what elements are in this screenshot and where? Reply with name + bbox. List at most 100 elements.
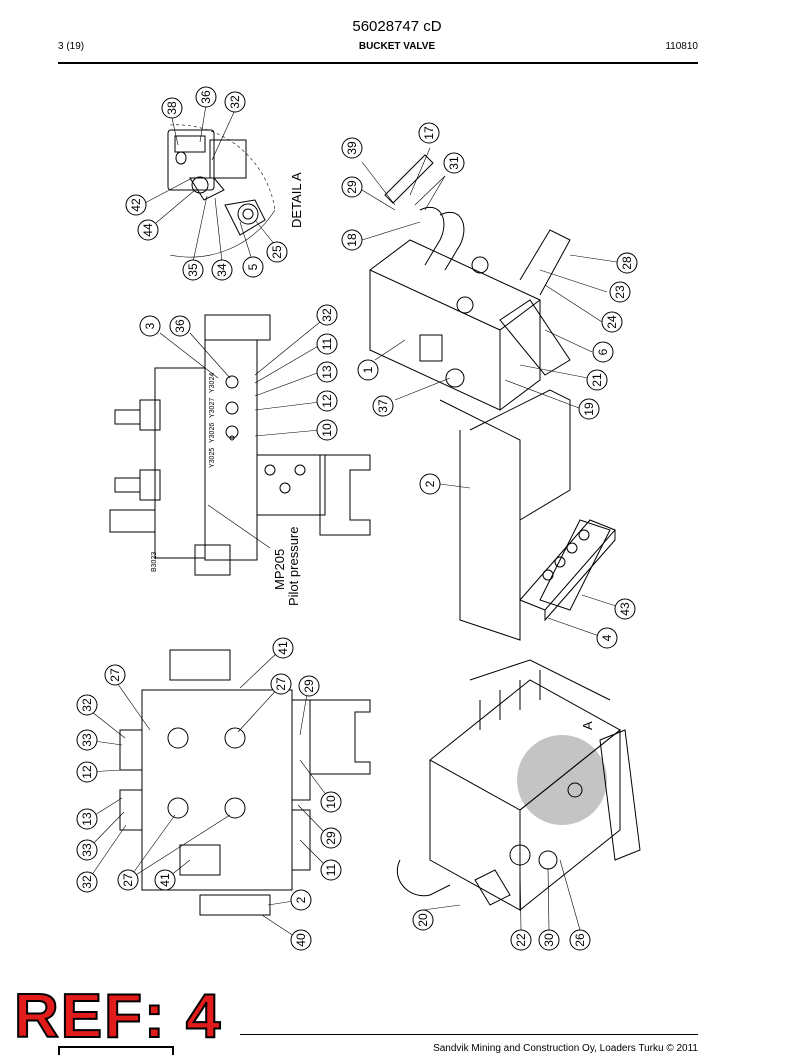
svg-text:18: 18 (345, 233, 359, 247)
balloon-27c: 27 (270, 673, 292, 695)
svg-text:37: 37 (376, 399, 390, 413)
balloon-26: 26 (569, 929, 591, 951)
balloon-30: 30 (538, 929, 560, 951)
mp205-label: MP205 (272, 549, 287, 590)
balloon-2b: 2 (290, 889, 312, 911)
svg-text:3: 3 (143, 322, 157, 329)
sandvik-logo (58, 1046, 174, 1055)
balloon-18: 18 (341, 229, 363, 251)
balloon-27a: 27 (104, 664, 126, 686)
svg-text:4: 4 (600, 634, 614, 641)
svg-text:41: 41 (276, 641, 290, 655)
svg-text:36: 36 (173, 319, 187, 333)
balloon-12b: 12 (76, 761, 98, 783)
balloon-29b: 29 (298, 675, 320, 697)
svg-text:2: 2 (423, 480, 437, 487)
svg-text:41: 41 (158, 873, 172, 887)
svg-text:20: 20 (416, 913, 430, 927)
iso-bottom-view (396, 659, 641, 931)
svg-text:12: 12 (320, 394, 334, 408)
balloon-19: 19 (578, 398, 600, 420)
page-title: BUCKET VALVE (358, 41, 436, 52)
svg-text:27: 27 (121, 873, 135, 887)
iso-assembly-view (361, 147, 618, 641)
balloon-31: 31 (443, 152, 465, 174)
svg-text:42: 42 (129, 198, 143, 212)
balloon-41b: 41 (272, 637, 294, 659)
svg-text:11: 11 (320, 337, 334, 350)
balloon-2: 2 (419, 473, 441, 495)
svg-text:28: 28 (620, 256, 634, 270)
balloon-10b: 10 (320, 791, 342, 813)
balloon-3: 3 (139, 315, 161, 337)
balloon-28: 28 (616, 252, 638, 274)
detail-a-view (142, 104, 276, 263)
svg-text:32: 32 (80, 698, 94, 712)
svg-text:44: 44 (141, 223, 155, 237)
svg-text:32: 32 (80, 875, 94, 889)
balloon-12: 12 (316, 390, 338, 412)
valve-code-2: Y3027 (209, 398, 216, 418)
svg-text:2: 2 (294, 896, 308, 903)
svg-text:10: 10 (324, 795, 338, 809)
balloon-33b: 33 (76, 839, 98, 861)
svg-text:12: 12 (80, 765, 94, 779)
svg-text:10: 10 (320, 423, 334, 437)
svg-text:13: 13 (80, 812, 94, 826)
svg-text:43: 43 (618, 602, 632, 616)
svg-text:11: 11 (324, 863, 338, 876)
svg-text:25: 25 (270, 245, 284, 259)
balloon-44: 44 (137, 219, 159, 241)
svg-text:27: 27 (274, 677, 288, 691)
balloon-13b: 13 (76, 808, 98, 830)
svg-text:39: 39 (345, 141, 359, 155)
svg-text:31: 31 (447, 156, 461, 170)
balloon-1: 1 (357, 359, 379, 381)
svg-text:21: 21 (590, 373, 604, 387)
valve-code-3: Y3026 (209, 423, 216, 443)
svg-text:40: 40 (294, 933, 308, 947)
sensor-code: B3023 (151, 552, 158, 572)
svg-text:38: 38 (165, 101, 179, 115)
balloon-11b: 11 (320, 859, 342, 881)
balloon-33a: 33 (76, 729, 98, 751)
svg-text:29: 29 (324, 831, 338, 845)
balloon-40: 40 (290, 929, 312, 951)
balloon-5: 5 (242, 256, 264, 278)
balloon-13: 13 (316, 361, 338, 383)
svg-text:33: 33 (80, 733, 94, 747)
balloon-35: 35 (182, 259, 204, 281)
balloon-34: 34 (211, 259, 233, 281)
balloon-22: 22 (510, 929, 532, 951)
svg-text:32: 32 (228, 95, 242, 109)
balloon-39: 39 (341, 137, 363, 159)
balloon-36b: 36 (169, 315, 191, 337)
balloon-17: 17 (418, 122, 440, 144)
page-indicator: 3 (19) (58, 41, 85, 52)
document-number: 56028747 cD (352, 18, 442, 35)
svg-text:1: 1 (361, 366, 375, 373)
svg-text:32: 32 (320, 308, 334, 322)
svg-text:23: 23 (613, 285, 627, 299)
balloon-41a: 41 (154, 869, 176, 891)
balloon-21: 21 (586, 369, 608, 391)
balloon-29c: 29 (320, 827, 342, 849)
balloon-43: 43 (614, 598, 636, 620)
svg-text:34: 34 (215, 263, 229, 277)
svg-text:35: 35 (186, 263, 200, 277)
balloon-32c: 32 (76, 694, 98, 716)
date-code: 110810 (665, 41, 698, 52)
svg-text:30: 30 (542, 933, 556, 947)
svg-text:22: 22 (514, 933, 528, 947)
balloon-11: 11 (316, 333, 338, 355)
reference-stamp: REF: 4 (13, 982, 223, 1051)
svg-text:26: 26 (573, 933, 587, 947)
svg-text:33: 33 (80, 843, 94, 857)
balloon-24: 24 (601, 311, 623, 333)
svg-text:6: 6 (596, 348, 610, 355)
balloon-6: 6 (592, 341, 614, 363)
balloon-32b: 32 (316, 304, 338, 326)
valve-top-view (109, 314, 371, 576)
detail-a-highlight (517, 735, 607, 825)
